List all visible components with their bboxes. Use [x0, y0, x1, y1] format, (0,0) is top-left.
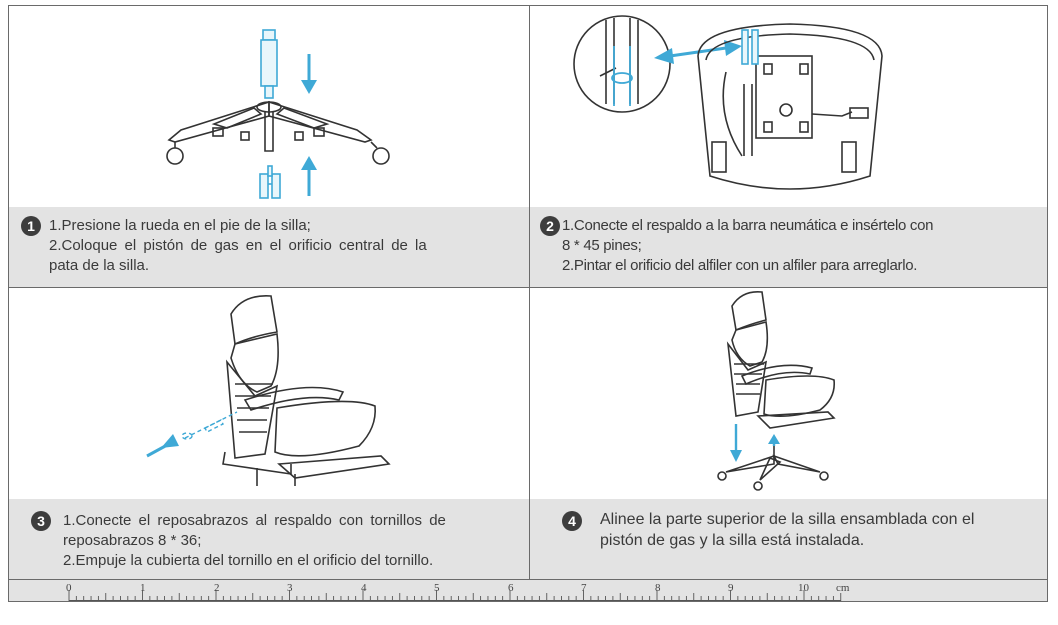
step-2-instructions: 1.Conecte el respaldo a la barra neumáti…: [562, 216, 1040, 276]
column-divider: [529, 6, 530, 580]
step-4-line-1: Alinee la parte superior de la silla ens…: [600, 511, 975, 528]
ruler-label-6: 6: [508, 582, 514, 594]
step-number-badge: 4: [562, 511, 582, 531]
step-1-line-1: 1.Presione la rueda en el pie de la sill…: [49, 217, 311, 234]
caption-step-1: 1 1.Presione la rueda en el pie de la si…: [9, 207, 529, 287]
ruler-label-8: 8: [655, 582, 661, 594]
ruler-label-2: 2: [214, 582, 220, 594]
ruler-unit-label: cm: [836, 582, 850, 594]
ruler-label-1: 1: [140, 582, 146, 594]
ruler-label-7: 7: [581, 582, 587, 594]
step-4-instructions: Alinee la parte superior de la silla ens…: [600, 509, 1040, 551]
illustration-armrest-screws: [146, 295, 391, 486]
step-2-line-1: 1.Conecte el respaldo a la barra neumáti…: [562, 217, 934, 234]
panel-step-1: 1 1.Presione la rueda en el pie de la si…: [9, 6, 529, 287]
step-3-instructions: 1.Conecte el reposabrazos al respaldo co…: [63, 511, 525, 571]
ruler-label-10: 10: [798, 582, 809, 594]
caption-step-2: 2 1.Conecte el respaldo a la barra neumá…: [530, 207, 1047, 287]
step-4-line-2: pistón de gas y la silla está instalada.: [600, 532, 865, 549]
panel-step-2: 2 1.Conecte el respaldo a la barra neumá…: [530, 6, 1047, 287]
step-1-line-3: pata de la silla.: [49, 257, 150, 274]
step-1-line-2: 2.Coloque el pistón de gas en el orifici…: [49, 237, 427, 254]
caption-step-4: 4 Alinee la parte superior de la silla e…: [530, 499, 1047, 580]
ruler-label-5: 5: [434, 582, 440, 594]
row-divider: [9, 287, 1047, 288]
step-number-badge: 3: [31, 511, 51, 531]
ruler-label-4: 4: [361, 582, 367, 594]
ruler-divider: [9, 579, 1047, 580]
step-3-line-3: 2.Empuje la cubierta del tornillo en el …: [63, 552, 434, 569]
ruler-label-9: 9: [728, 582, 734, 594]
ruler-label-3: 3: [287, 582, 293, 594]
step-2-line-3: 2.Pintar el orificio del alfiler con un …: [562, 257, 918, 274]
step-3-line-1: 1.Conecte el reposabrazos al respaldo co…: [63, 512, 446, 529]
panel-step-3: 3 1.Conecte el reposabrazos al respaldo …: [9, 288, 529, 580]
step-number-badge: 2: [540, 216, 560, 236]
illustration-backrest-attach: [573, 15, 883, 190]
caption-step-3: 3 1.Conecte el reposabrazos al respaldo …: [9, 499, 529, 580]
centimeter-ruler: 0 1 2 3 4 5 6 7 8 9 10 cm: [9, 580, 1047, 601]
panel-step-4: 4 Alinee la parte superior de la silla e…: [530, 288, 1047, 580]
illustration-final-assembly: [717, 290, 836, 491]
step-3-line-2: reposabrazos 8 * 36;: [63, 532, 202, 549]
step-1-instructions: 1.Presione la rueda en el pie de la sill…: [49, 216, 517, 276]
ruler-ticks: [68, 590, 842, 601]
step-number-badge: 1: [21, 216, 41, 236]
step-2-line-2: 8 * 45 pines;: [562, 237, 642, 254]
illustration-wheel-and-base: [166, 29, 390, 199]
assembly-instructions-sheet: 1 1.Presione la rueda en el pie de la si…: [8, 5, 1048, 602]
ruler-label-0: 0: [66, 582, 72, 594]
